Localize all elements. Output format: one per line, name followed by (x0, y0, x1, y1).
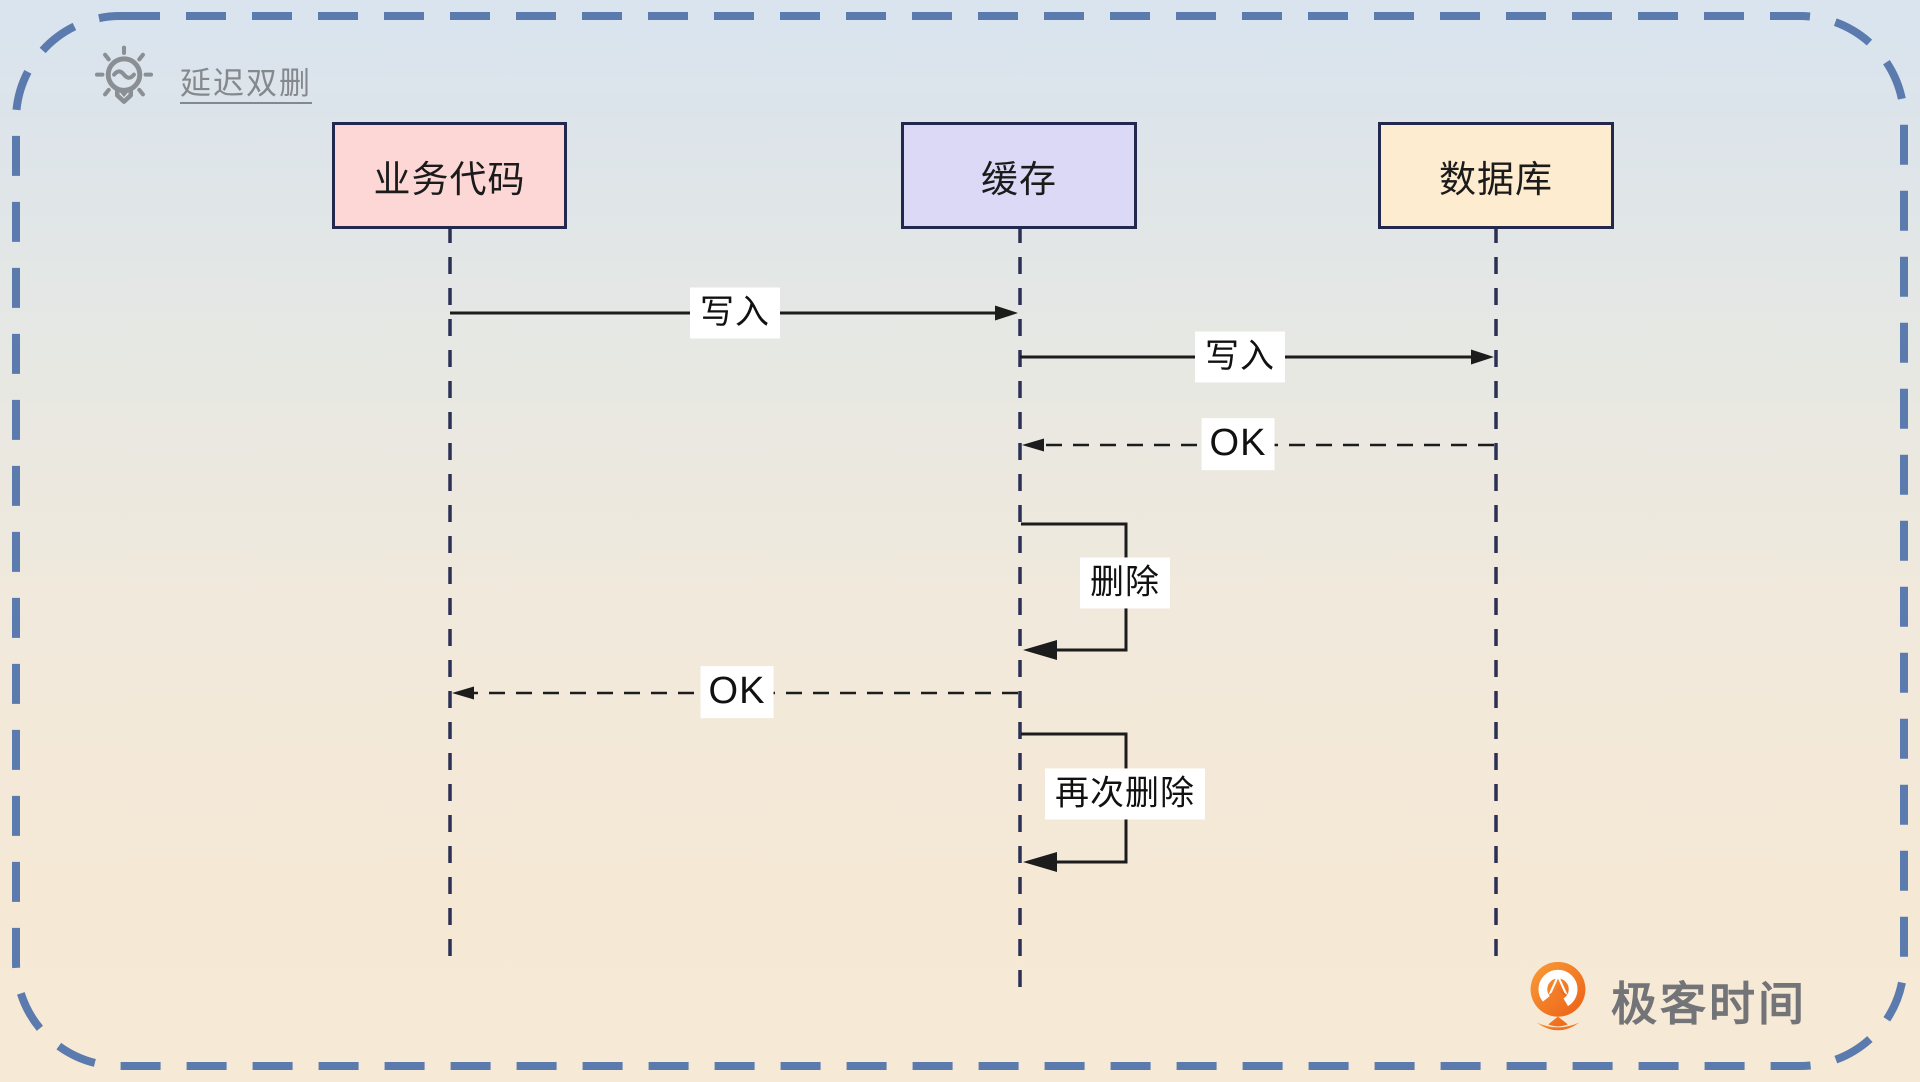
arrowhead-left (1023, 852, 1057, 872)
arrowhead-left (1022, 438, 1044, 452)
actor-box-database: 数据库 (1378, 122, 1614, 229)
arrowhead-left (452, 686, 474, 700)
message-label-delete-again: 再次删除 (1045, 768, 1205, 820)
actor-box-business-code: 业务代码 (332, 122, 567, 229)
diagram-title: 延迟双删 (180, 65, 312, 101)
lifelines (448, 226, 1498, 988)
arrowhead-left (1023, 640, 1057, 660)
message-label-ok-1: OK (1201, 418, 1275, 470)
geektime-logo-icon (1530, 961, 1586, 1031)
message-label-delete: 删除 (1080, 557, 1170, 609)
message-label-write-1: 写入 (690, 287, 780, 339)
message-label-ok-2: OK (700, 666, 774, 718)
header: 延迟双删 (88, 42, 312, 118)
arrowhead-right (1471, 349, 1494, 365)
brand-watermark: 极客时间 (1517, 958, 1807, 1044)
outer-dashed-frame (12, 12, 1908, 1070)
actor-box-cache: 缓存 (901, 122, 1137, 229)
arrowhead-right (995, 305, 1018, 321)
lightbulb-icon (94, 45, 154, 104)
brand-name: 极客时间 (1611, 978, 1807, 1030)
message-label-write-2: 写入 (1195, 331, 1285, 383)
